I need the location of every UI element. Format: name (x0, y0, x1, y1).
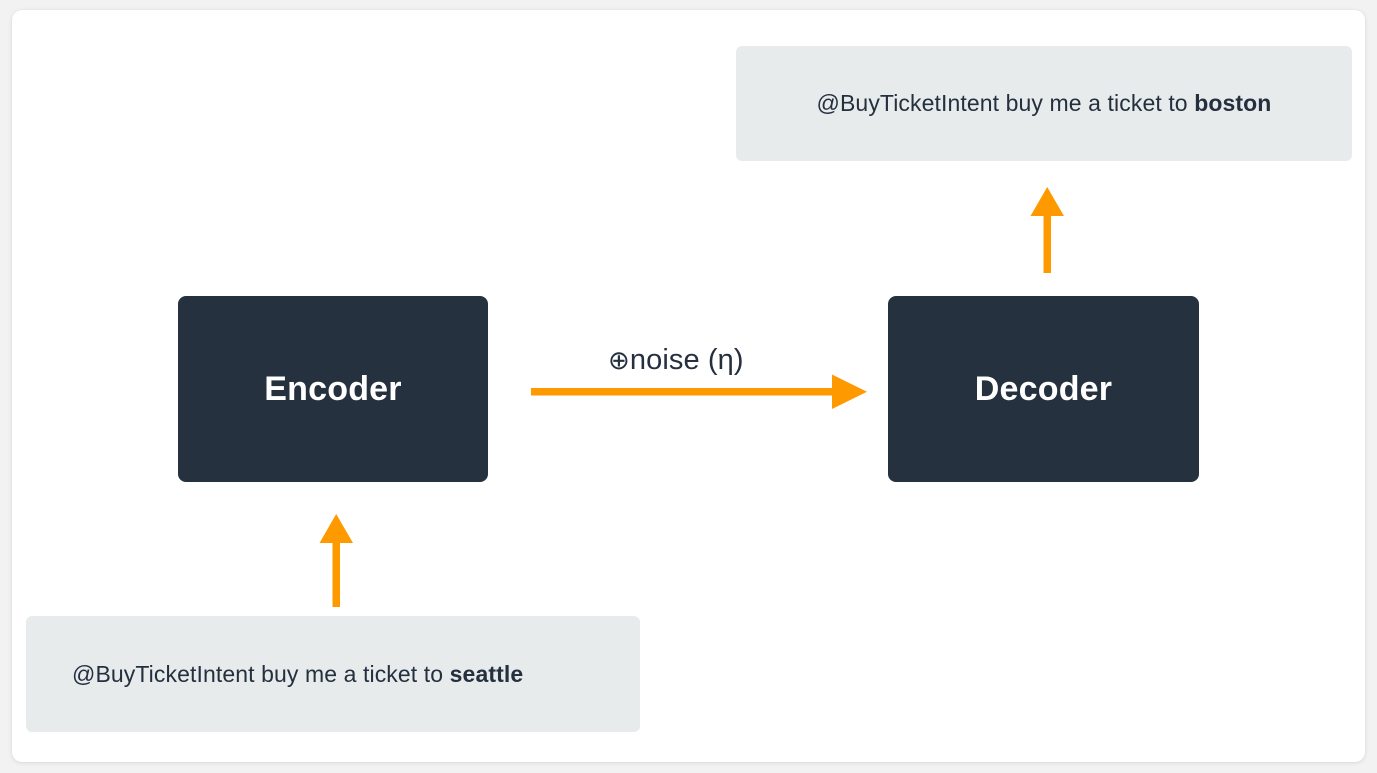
noise-arrow-shaft (531, 388, 833, 396)
encoder-to-decoder-arrow (531, 374, 867, 409)
input-arrow-head-icon (319, 514, 353, 543)
noise-arrow-head-icon (832, 374, 867, 409)
decoder-label: Decoder (974, 369, 1113, 408)
output-slot-value: boston (1194, 90, 1272, 116)
output-utterance-prefix: @BuyTicketIntent buy me a ticket to (816, 90, 1195, 116)
encoder-box: Encoder (178, 296, 488, 482)
circled-plus-icon: ⊕ (608, 345, 630, 375)
decoder-box: Decoder (888, 296, 1199, 482)
output-utterance-box: @BuyTicketIntent buy me a ticket to bost… (736, 46, 1352, 161)
encoder-label: Encoder (264, 369, 402, 408)
output-arrow-shaft (1043, 213, 1051, 273)
output-arrow-head-icon (1030, 187, 1064, 216)
input-arrow-shaft (332, 540, 340, 607)
input-to-encoder-arrow (319, 514, 353, 607)
noise-label: ⊕noise (η) (608, 344, 744, 377)
diagram-canvas: @BuyTicketIntent buy me a ticket to bost… (12, 10, 1365, 762)
noise-label-text: noise (η) (629, 344, 744, 376)
decoder-to-output-arrow (1030, 187, 1064, 273)
input-slot-value: seattle (449, 660, 524, 687)
input-utterance-box: @BuyTicketIntent buy me a ticket to seat… (26, 616, 640, 732)
output-utterance-text: @BuyTicketIntent buy me a ticket to bost… (817, 90, 1272, 117)
input-utterance-text: @BuyTicketIntent buy me a ticket to seat… (72, 661, 523, 688)
input-utterance-prefix: @BuyTicketIntent buy me a ticket to (72, 660, 450, 687)
